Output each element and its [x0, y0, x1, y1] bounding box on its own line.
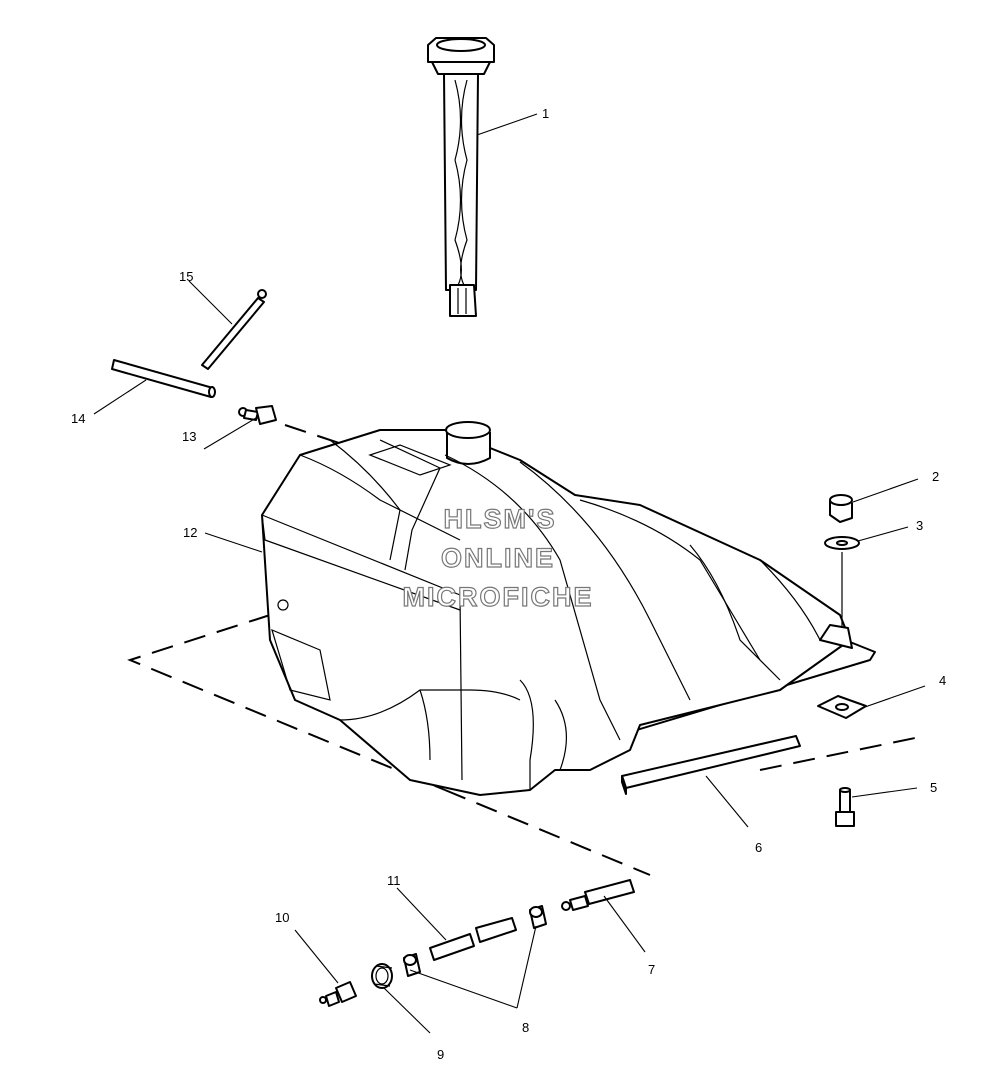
tank-strap	[201, 289, 267, 370]
callout-13: 13	[182, 429, 196, 444]
leader-11	[396, 887, 447, 941]
leader-13	[203, 417, 257, 450]
callout-7: 7	[648, 962, 655, 977]
leader-12	[204, 532, 263, 553]
leader-15	[188, 280, 233, 325]
flat-washer	[824, 536, 860, 628]
leader-10	[294, 929, 339, 984]
leader-8b	[516, 925, 537, 1009]
leader-9	[383, 987, 431, 1034]
mounting-pad	[817, 695, 867, 719]
callout-14: 14	[71, 411, 85, 426]
callout-labels: 1 2 3 4 5 6 7 8 9 10 11 12 13 14 15	[71, 106, 946, 1062]
leader-5	[851, 787, 918, 798]
leader-lines	[93, 113, 926, 1034]
fuel-tank	[261, 421, 876, 796]
callout-10: 10	[275, 910, 289, 925]
leader-6	[705, 775, 749, 828]
leader-3	[857, 526, 909, 542]
callout-9: 9	[437, 1047, 444, 1062]
vent-fitting	[238, 405, 277, 425]
callout-5: 5	[930, 780, 937, 795]
callout-1: 1	[542, 106, 549, 121]
leader-14	[93, 379, 147, 415]
callout-2: 2	[932, 469, 939, 484]
callout-4: 4	[939, 673, 946, 688]
callout-8: 8	[522, 1020, 529, 1035]
fuel-valve	[561, 879, 635, 911]
dashed-mounting-outline	[127, 424, 916, 876]
callout-6: 6	[755, 840, 762, 855]
leader-1	[476, 113, 538, 136]
fuel-gauge-sender	[427, 37, 495, 317]
watermark: HLSM'S ONLINE MICROFICHE	[402, 503, 594, 612]
grommet	[371, 963, 393, 989]
leader-4	[864, 685, 926, 708]
bushing-left	[403, 953, 421, 977]
watermark-line-2: ONLINE	[441, 543, 555, 573]
mounting-bolt	[835, 787, 855, 827]
leader-7	[603, 895, 646, 953]
vent-rod	[111, 359, 216, 398]
callout-11: 11	[387, 873, 401, 888]
callout-15: 15	[179, 269, 193, 284]
callout-12: 12	[183, 525, 197, 540]
leader-2	[852, 478, 919, 503]
watermark-line-3: MICROFICHE	[403, 582, 594, 612]
drain-fitting	[319, 981, 357, 1007]
bushing-right	[529, 905, 547, 929]
fuel-line	[429, 917, 517, 961]
watermark-line-1: HLSM'S	[444, 504, 557, 534]
lock-nut	[829, 494, 853, 523]
callout-3: 3	[916, 518, 923, 533]
foam-strip	[621, 735, 801, 795]
leader-8a	[409, 969, 518, 1009]
